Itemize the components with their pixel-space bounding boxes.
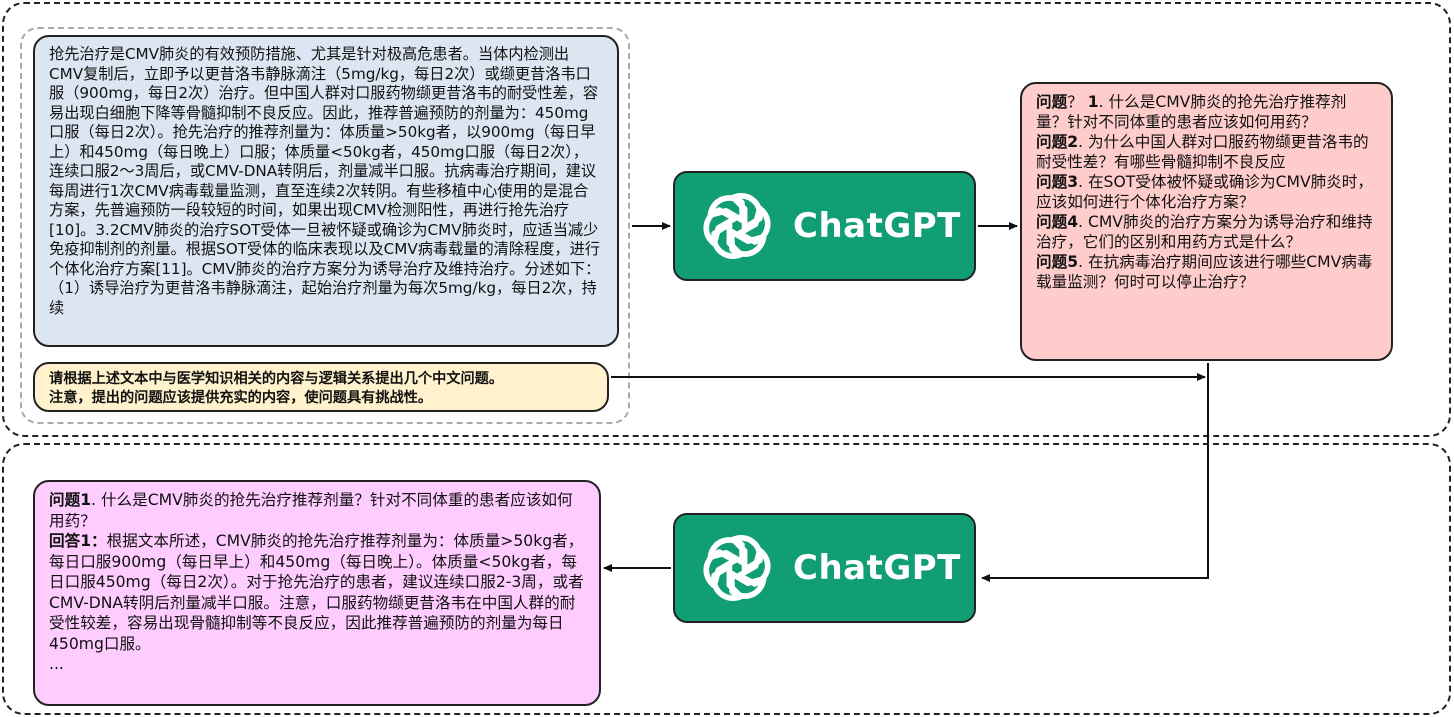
input-group-frame: [20, 27, 630, 424]
answer-ellipsis: ...: [49, 655, 64, 673]
context-text-box: 抢先治疗是CMV肺炎的有效预防措施、尤其是针对极高危患者。当体内检测出CMV复制…: [33, 35, 619, 347]
instruction-line-2: 注意，提出的问题应该提供充实的内容，使问题具有挑战性。: [49, 390, 433, 406]
answer-body: 回答1：根据文本所述，CMV肺炎的抢先治疗推荐剂量为：体质量>50kg者，每日口…: [49, 531, 585, 654]
question-item: 问题？ 1. 什么是CMV肺炎的抢先治疗推荐剂量？针对不同体重的患者应该如何用药…: [1036, 92, 1377, 132]
chatgpt-label: ChatGPT: [793, 548, 961, 588]
question-number: 1: [1087, 93, 1099, 111]
question-text: . CMV肺炎的治疗方案分为诱导治疗和维持治疗，它们的区别和用药方式是什么？: [1036, 213, 1373, 251]
chatgpt-box-question-generation: ChatGPT: [673, 171, 976, 281]
context-text: 抢先治疗是CMV肺炎的有效预防措施、尤其是针对极高危患者。当体内检测出CMV复制…: [49, 45, 601, 317]
question-item: 问题5. 在抗病毒治疗期间应该进行哪些CMV病毒载量监测？何时可以停止治疗？: [1036, 252, 1377, 292]
question-label: 问题2: [1036, 133, 1079, 151]
question-label: 问题4: [1036, 213, 1079, 231]
instruction-line-1: 请根据上述文本中与医学知识相关的内容与逻辑关系提出几个中文问题。: [49, 371, 504, 387]
chatgpt-label: ChatGPT: [793, 206, 961, 246]
question-label: 问题3: [1036, 173, 1079, 191]
openai-logo-icon: [703, 193, 771, 259]
instruction-prompt-box: 请根据上述文本中与医学知识相关的内容与逻辑关系提出几个中文问题。 注意，提出的问…: [33, 362, 609, 412]
question-label: 问题: [1036, 93, 1068, 111]
question-sep: ？: [1067, 93, 1083, 111]
answer-label: 回答1：: [49, 532, 107, 550]
question-text: . 在SOT受体被怀疑或确诊为CMV肺炎时，应该如何进行个体化治疗方案？: [1036, 173, 1373, 211]
bottom-stage-frame: [2, 443, 1451, 715]
answer-question-text: . 什么是CMV肺炎的抢先治疗推荐剂量？针对不同体重的患者应该如何用药？: [49, 491, 573, 530]
question-item: 问题3. 在SOT受体被怀疑或确诊为CMV肺炎时，应该如何进行个体化治疗方案？: [1036, 172, 1377, 212]
question-item: 问题2. 为什么中国人群对口服药物缬更昔洛韦的耐受性差？有哪些骨髓抑制不良反应: [1036, 132, 1377, 172]
generated-questions-box: 问题？ 1. 什么是CMV肺炎的抢先治疗推荐剂量？针对不同体重的患者应该如何用药…: [1020, 82, 1393, 361]
chatgpt-box-answer-generation: ChatGPT: [673, 513, 976, 623]
question-label: 问题5: [1036, 253, 1079, 271]
answer-question-label: 问题1: [49, 491, 92, 509]
answer-text: 根据文本所述，CMV肺炎的抢先治疗推荐剂量为：体质量>50kg者，每日口服900…: [49, 532, 584, 653]
openai-logo-icon: [703, 535, 771, 601]
question-item: 问题4. CMV肺炎的治疗方案分为诱导治疗和维持治疗，它们的区别和用药方式是什么…: [1036, 212, 1377, 252]
top-stage-frame: [2, 2, 1451, 437]
answer-question-line: 问题1. 什么是CMV肺炎的抢先治疗推荐剂量？针对不同体重的患者应该如何用药？: [49, 490, 585, 531]
question-text: . 什么是CMV肺炎的抢先治疗推荐剂量？针对不同体重的患者应该如何用药？: [1036, 93, 1347, 131]
generated-answer-box: 问题1. 什么是CMV肺炎的抢先治疗推荐剂量？针对不同体重的患者应该如何用药？ …: [33, 480, 601, 706]
question-text: . 在抗病毒治疗期间应该进行哪些CMV病毒载量监测？何时可以停止治疗？: [1036, 253, 1373, 291]
arrow-questions-to-chatgpt-bottom: [981, 363, 1209, 582]
question-text: . 为什么中国人群对口服药物缬更昔洛韦的耐受性差？有哪些骨髓抑制不良反应: [1036, 133, 1369, 171]
